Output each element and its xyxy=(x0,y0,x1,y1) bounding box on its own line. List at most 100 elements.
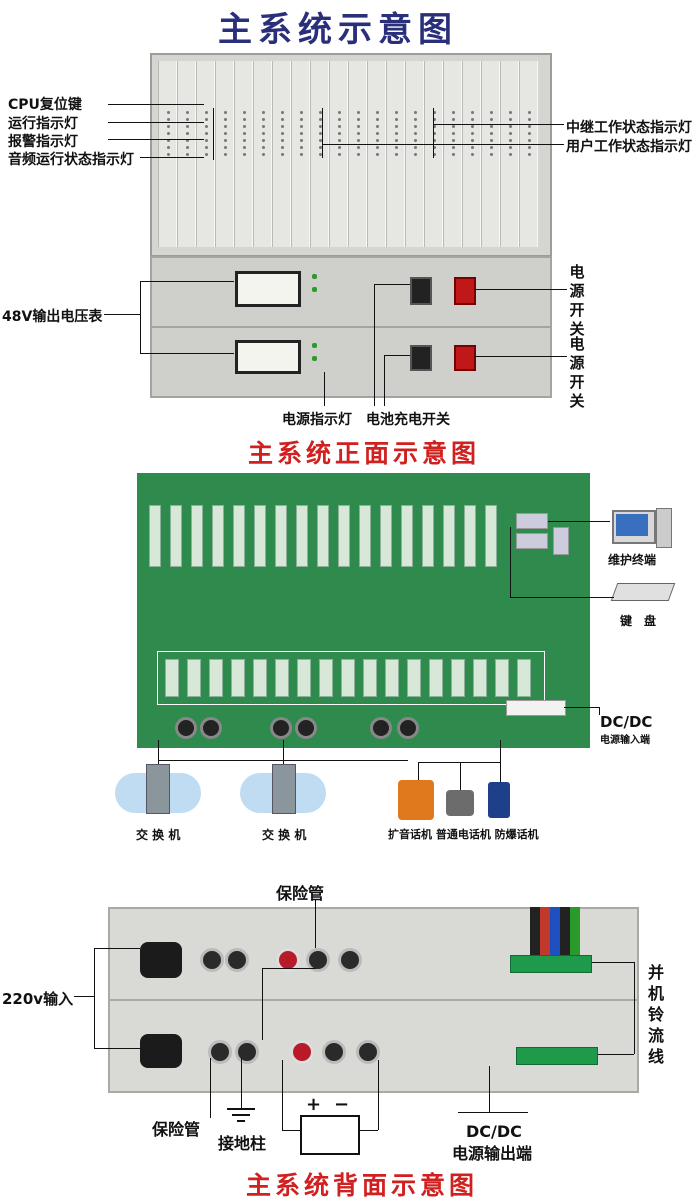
card-led xyxy=(243,153,246,156)
card-led xyxy=(490,125,493,128)
card-led xyxy=(395,153,398,156)
leader-psw2 xyxy=(474,356,567,357)
leader-fuse-bottom xyxy=(210,1058,211,1118)
card-led xyxy=(357,125,360,128)
card-led xyxy=(395,146,398,149)
power-switch-bottom[interactable] xyxy=(454,345,476,371)
card-led xyxy=(167,118,170,121)
card-led xyxy=(338,118,341,121)
board-connector xyxy=(363,659,377,697)
board-slot xyxy=(170,505,182,567)
audio-jack-1 xyxy=(175,717,197,739)
label-cpu-reset: CPU复位键 xyxy=(8,97,82,113)
label-dcdc-in-sub: 电源输入端 xyxy=(600,735,650,746)
leader-psw1 xyxy=(474,289,567,290)
battery-switch-top[interactable] xyxy=(410,277,432,305)
card-led xyxy=(186,125,189,128)
label-power-led: 电源指示灯 xyxy=(282,412,352,428)
card-led xyxy=(509,153,512,156)
card-led xyxy=(376,132,379,135)
card-led xyxy=(205,132,208,135)
card-led xyxy=(357,132,360,135)
voltmeter-bottom xyxy=(235,340,301,374)
card-led xyxy=(414,111,417,114)
board-slot xyxy=(317,505,329,567)
card-led xyxy=(528,153,531,156)
card-led xyxy=(376,146,379,149)
audio-jack-3 xyxy=(270,717,292,739)
label-dcdc-in-title: DC/DC xyxy=(600,713,653,731)
card-led xyxy=(186,111,189,114)
board-slot xyxy=(254,505,266,567)
board-slot xyxy=(464,505,476,567)
rack-card xyxy=(310,61,329,247)
card-led xyxy=(395,125,398,128)
desk-phone-icon xyxy=(446,790,474,816)
bracket-bell xyxy=(634,962,635,1054)
voltmeter-top xyxy=(235,271,301,307)
card-led xyxy=(395,111,398,114)
card-led xyxy=(414,146,417,149)
card-led xyxy=(414,139,417,142)
card-led xyxy=(433,146,436,149)
battery-minus-sign: − xyxy=(334,1094,350,1115)
card-led xyxy=(509,125,512,128)
bracket-bell-top xyxy=(592,962,634,963)
leader-phones-bar xyxy=(418,762,501,763)
card-led xyxy=(243,132,246,135)
card-led xyxy=(300,139,303,142)
label-switch-1: 交 换 机 xyxy=(136,828,181,842)
board-connector xyxy=(451,659,465,697)
card-led xyxy=(319,125,322,128)
leader-dcdc-in xyxy=(564,707,600,708)
card-led xyxy=(224,111,227,114)
backplane-board xyxy=(137,473,590,748)
label-power-switch-1: 电源开关 xyxy=(569,263,585,338)
leader-alarm xyxy=(108,139,204,140)
card-led xyxy=(490,153,493,156)
card-led xyxy=(528,111,531,114)
power-switch-top[interactable] xyxy=(454,277,476,305)
board-slot xyxy=(443,505,455,567)
card-led xyxy=(167,139,170,142)
label-dcdc-out-title: DC/DC xyxy=(466,1122,522,1141)
board-connector xyxy=(297,659,311,697)
battery-wire-right-h xyxy=(358,1130,378,1131)
rack-card xyxy=(234,61,253,247)
bracket-bell-bottom xyxy=(598,1054,634,1055)
card-led xyxy=(376,139,379,142)
audio-jack-4 xyxy=(295,717,317,739)
card-led xyxy=(262,125,265,128)
audio-jack-6 xyxy=(397,717,419,739)
card-led xyxy=(167,146,170,149)
leader-switch-1 xyxy=(158,740,159,764)
card-led xyxy=(186,132,189,135)
card-led xyxy=(319,111,322,114)
leader-dcdc-out-h xyxy=(458,1112,528,1113)
card-led xyxy=(357,153,360,156)
card-led xyxy=(452,153,455,156)
battery-icon xyxy=(300,1115,360,1155)
board-slot xyxy=(359,505,371,567)
rack-card xyxy=(177,61,196,247)
label-battery-switch: 电池充电开关 xyxy=(366,412,450,428)
rack-card xyxy=(386,61,405,247)
label-trunk-led: 中继工作状态指示灯 xyxy=(566,120,692,136)
ground-symbol-1 xyxy=(227,1108,255,1110)
board-slot xyxy=(275,505,287,567)
board-slot xyxy=(233,505,245,567)
card-led xyxy=(338,111,341,114)
leader-ac xyxy=(74,996,94,997)
leader-ground xyxy=(241,1058,242,1108)
leader-cpu xyxy=(108,104,204,105)
leader-battery-h2 xyxy=(384,355,410,356)
board-slot xyxy=(338,505,350,567)
battery-switch-bottom[interactable] xyxy=(410,345,432,371)
audio-jack-5 xyxy=(370,717,392,739)
board-slot xyxy=(485,505,497,567)
board-connector xyxy=(319,659,333,697)
board-connector xyxy=(385,659,399,697)
leader-keyboard-v xyxy=(510,527,511,597)
rack-card xyxy=(462,61,481,247)
